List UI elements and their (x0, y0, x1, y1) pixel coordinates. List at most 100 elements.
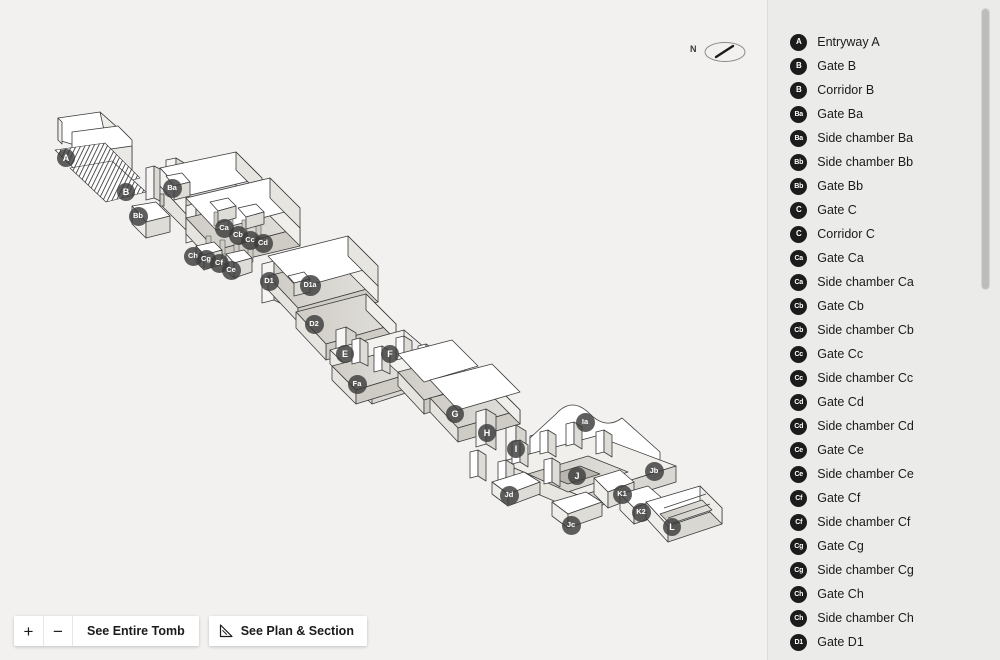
legend-item[interactable]: Cf Gate Cf (768, 486, 1000, 510)
legend-item[interactable]: Bb Gate Bb (768, 174, 1000, 198)
map-marker[interactable]: Ce (221, 260, 241, 280)
map-marker[interactable]: J (568, 467, 586, 485)
legend-badge-icon: Cc (790, 369, 808, 387)
legend-badge-icon: Cf (790, 489, 808, 507)
sidebar-scrollbar-track[interactable] (981, 0, 995, 660)
legend-item[interactable]: B Gate B (768, 54, 1000, 78)
legend-item-label: Side chamber Bb (817, 154, 914, 169)
map-marker[interactable]: F (381, 345, 399, 363)
map-marker[interactable]: Bb (128, 206, 148, 226)
legend-badge-icon: Ce (790, 465, 808, 483)
map-marker[interactable]: K2 (631, 502, 651, 522)
legend-badge-icon: C (790, 201, 808, 219)
legend-item[interactable]: Ca Side chamber Ca (768, 270, 1000, 294)
legend-item-label: Side chamber Cg (817, 562, 914, 577)
legend-item-label: Gate Cd (817, 394, 864, 409)
legend-item-label: Gate Bb (817, 178, 864, 193)
map-marker[interactable]: Ba (162, 178, 182, 198)
legend-item-label: Side chamber Ba (817, 130, 914, 145)
map-marker[interactable]: D2 (304, 314, 324, 334)
zoom-in-button[interactable]: + (14, 616, 43, 646)
legend-item-label: Gate Cc (817, 346, 864, 361)
legend-badge-icon: Ce (790, 441, 808, 459)
map-marker[interactable]: K1 (612, 484, 632, 504)
legend-item-label: Side chamber Cb (817, 322, 914, 337)
legend-badge-icon: Ch (790, 609, 808, 627)
map-marker[interactable]: H (478, 424, 496, 442)
legend-item-label: Side chamber Cf (817, 514, 911, 529)
map-marker[interactable]: A (57, 149, 75, 167)
legend-item-label: Gate Cb (817, 298, 864, 313)
compass-needle-icon (704, 42, 746, 62)
map-marker[interactable]: G (446, 405, 464, 423)
map-marker[interactable]: Jc (561, 515, 581, 535)
legend-item[interactable]: Ch Side chamber Ch (768, 606, 1000, 630)
map-marker[interactable]: Ia (575, 412, 595, 432)
see-plan-and-section-button[interactable]: See Plan & Section (208, 616, 367, 646)
map-marker[interactable]: D1a (299, 274, 321, 296)
map-marker[interactable]: L (663, 518, 681, 536)
map-marker[interactable]: B (117, 183, 135, 201)
legend-badge-icon: A (790, 33, 808, 51)
legend-badge-icon: Cd (790, 393, 808, 411)
legend-item[interactable]: Cd Side chamber Cd (768, 414, 1000, 438)
legend-item[interactable]: Ba Gate Ba (768, 102, 1000, 126)
legend-item[interactable]: Bb Side chamber Bb (768, 150, 1000, 174)
tomb-isometric-drawing[interactable] (0, 0, 767, 660)
legend-item-label: Side chamber Ca (817, 274, 914, 289)
legend-item-label: Side chamber Ch (817, 610, 914, 625)
legend-item[interactable]: Cg Side chamber Cg (768, 558, 1000, 582)
legend-badge-icon: D1 (790, 633, 808, 651)
legend-item[interactable]: C Gate C (768, 198, 1000, 222)
sidebar-scrollbar-thumb[interactable] (981, 8, 990, 290)
map-marker[interactable]: Fa (347, 374, 367, 394)
legend-item-label: Entryway A (817, 34, 880, 49)
legend-badge-icon: Ba (790, 105, 808, 123)
map-marker[interactable]: E (336, 345, 354, 363)
zoom-out-button[interactable]: − (43, 616, 72, 646)
legend-item-label: Gate C (817, 202, 857, 217)
legend-item-label: Gate Ba (817, 106, 864, 121)
map-marker[interactable]: I (507, 440, 525, 458)
map-marker[interactable]: Jb (644, 461, 664, 481)
legend-badge-icon: Ch (790, 585, 808, 603)
legend-badge-icon: Cg (790, 561, 808, 579)
legend-item[interactable]: A Entryway A (768, 30, 1000, 54)
legend-item-label: Gate B (817, 58, 857, 73)
zoom-and-tomb-group: + − See Entire Tomb (14, 616, 199, 646)
legend-badge-icon: Cg (790, 537, 808, 555)
map-marker[interactable]: D1 (259, 271, 279, 291)
legend-badge-icon: Bb (790, 153, 808, 171)
legend-badge-icon: Bb (790, 177, 808, 195)
plus-icon: + (23, 621, 34, 641)
legend-badge-icon: Ca (790, 273, 808, 291)
map-marker[interactable]: Cd (253, 233, 273, 253)
map-marker[interactable]: Jd (499, 485, 519, 505)
legend-item-label: Side chamber Cd (817, 418, 914, 433)
see-entire-tomb-button[interactable]: See Entire Tomb (72, 616, 199, 646)
legend-badge-icon: B (790, 81, 808, 99)
legend-badge-icon: B (790, 57, 808, 75)
legend-item-label: Gate Cf (817, 490, 861, 505)
compass-north-label: N (690, 44, 697, 54)
see-plan-and-section-label: See Plan & Section (240, 624, 354, 638)
legend-item[interactable]: Cd Gate Cd (768, 390, 1000, 414)
legend-badge-icon: Cd (790, 417, 808, 435)
